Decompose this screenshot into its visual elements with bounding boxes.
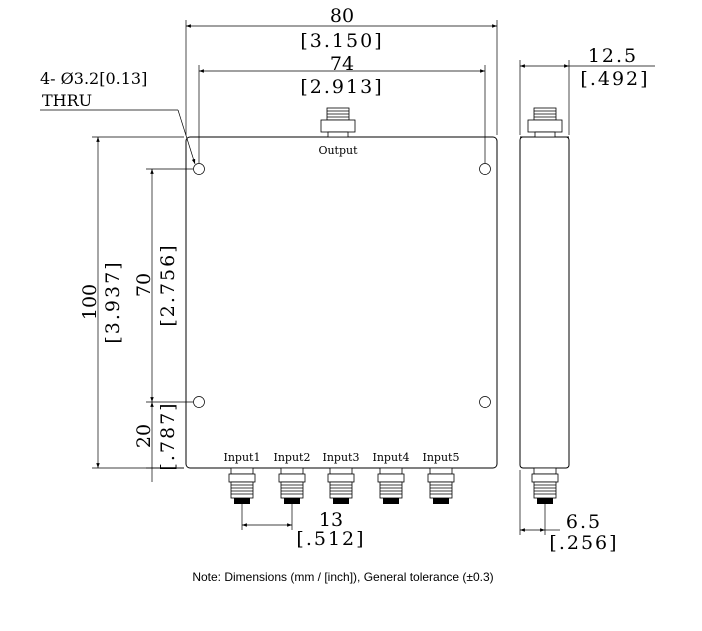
hole-callout: 4- Ø3.2[0.13] THRU	[40, 69, 196, 165]
input-connector	[377, 467, 405, 505]
dim-12-5-mm: 12.5	[588, 45, 638, 67]
dim-20-mm: 20	[133, 424, 155, 448]
dim-74-inch: [2.913]	[300, 76, 383, 98]
output-connector	[320, 107, 356, 138]
front-view: Output Input1 Input2 Input3 Input4 Input…	[185, 107, 498, 505]
dim-input-pitch: 13 [.512]	[241, 504, 365, 550]
dim-100-mm: 100	[79, 284, 101, 320]
dim-13-mm: 13	[319, 509, 343, 531]
dim-width-holes: 74 [2.913]	[198, 53, 486, 163]
input-connector	[278, 467, 306, 505]
dim-12-5-inch: [.492]	[580, 68, 649, 90]
side-housing-outline	[519, 136, 570, 469]
hole-callout-thru: THRU	[42, 91, 92, 110]
input-connector	[228, 467, 256, 505]
dim-height-holes: 70 [2.756]	[133, 168, 193, 403]
mounting-hole-bottom-right	[479, 396, 491, 408]
tolerance-note: Note: Dimensions (mm / [inch]), General …	[192, 570, 493, 584]
output-label: Output	[318, 144, 358, 157]
dim-6-5-mm: 6.5	[566, 511, 602, 533]
dim-20-inch: [.787]	[157, 401, 179, 470]
dim-80-mm: 80	[330, 5, 354, 27]
dim-width-overall: 80 [3.150]	[185, 5, 498, 135]
mounting-hole-top-left	[193, 163, 205, 175]
input-connector	[327, 467, 355, 505]
dim-6-5-inch: [.256]	[549, 532, 618, 554]
dim-80-inch: [3.150]	[300, 30, 383, 52]
input-label: Input4	[373, 451, 410, 464]
input-label: Input5	[423, 451, 460, 464]
mounting-hole-bottom-left	[193, 396, 205, 408]
input-connector	[427, 467, 455, 505]
mounting-hole-top-right	[479, 163, 491, 175]
dim-connector-offset: 6.5 [.256]	[519, 470, 618, 554]
dim-70-mm: 70	[133, 273, 155, 297]
dim-13-inch: [.512]	[296, 528, 365, 550]
dim-depth: 12.5 [.492]	[519, 45, 655, 135]
input-label: Input3	[323, 451, 360, 464]
side-input-connector	[531, 467, 559, 505]
input-label: Input1	[224, 451, 261, 464]
dim-100-inch: [3.937]	[102, 260, 124, 343]
dim-70-inch: [2.756]	[157, 243, 179, 326]
input-label: Input2	[274, 451, 311, 464]
dim-bottom-offset: 20 [.787]	[133, 401, 184, 482]
side-output-connector	[527, 107, 563, 138]
dim-74-mm: 74	[330, 53, 354, 75]
side-view	[519, 107, 570, 505]
housing-outline	[185, 136, 498, 469]
hole-callout-size: 4- Ø3.2[0.13]	[40, 69, 147, 88]
